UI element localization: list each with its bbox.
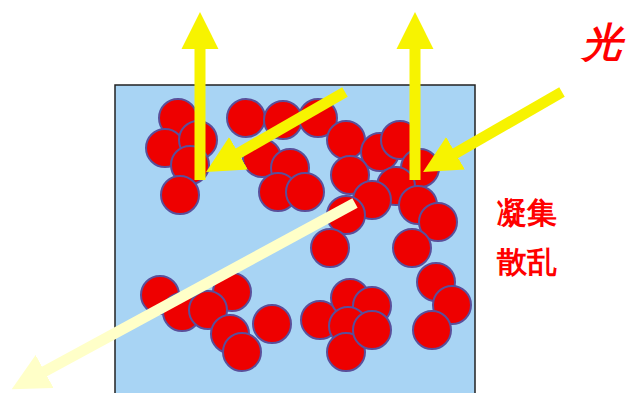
particle: [227, 99, 265, 137]
scattered-light-arrow: [410, 42, 421, 180]
particle: [223, 333, 261, 371]
particle: [253, 305, 291, 343]
particle: [327, 121, 365, 159]
incident-light-arrow: [449, 92, 562, 157]
incident-light-arrow: [232, 92, 345, 157]
scattering-label: 散乱: [497, 245, 557, 278]
particle: [393, 229, 431, 267]
light-label: 光: [582, 20, 622, 64]
particle: [161, 176, 199, 214]
particle: [311, 229, 349, 267]
particle: [413, 311, 451, 349]
scattered-light-arrow: [195, 42, 206, 180]
transmitted-light-arrow: [38, 203, 355, 375]
aggregation-label: 凝集: [497, 196, 557, 229]
particle: [286, 173, 324, 211]
particle: [353, 311, 391, 349]
